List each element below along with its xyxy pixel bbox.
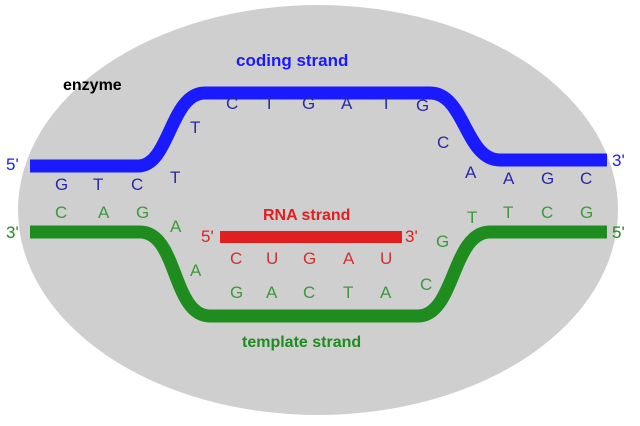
- rna-base: G: [303, 249, 316, 268]
- template-base: G: [436, 232, 449, 251]
- rna-5-prime-end: 5': [201, 227, 214, 246]
- template-5-prime-end: 5': [612, 223, 625, 242]
- template-base: A: [190, 261, 202, 280]
- coding-base: C: [580, 169, 592, 188]
- template-strand-bases: C A G A A G A C T A C G T T C G: [55, 203, 593, 302]
- coding-base: C: [226, 94, 238, 113]
- coding-3-prime-end: 3': [612, 151, 625, 170]
- template-base: C: [303, 283, 315, 302]
- coding-base: G: [416, 96, 429, 115]
- coding-base: C: [437, 133, 449, 152]
- template-base: C: [55, 203, 67, 222]
- coding-base: T: [93, 175, 103, 194]
- template-3-prime-end: 3': [6, 223, 19, 242]
- template-base: T: [343, 283, 353, 302]
- coding-base: T: [190, 118, 200, 137]
- coding-base: C: [131, 175, 143, 194]
- coding-base: G: [55, 175, 68, 194]
- template-strand-label: template strand: [242, 334, 361, 351]
- coding-strand-bases: G T C T T C T G A T G C A A G C: [55, 94, 592, 194]
- rna-base: A: [343, 249, 355, 268]
- coding-strand-label: coding strand: [236, 51, 348, 70]
- coding-base: T: [264, 94, 274, 113]
- rna-base: C: [230, 249, 242, 268]
- coding-base: G: [541, 169, 554, 188]
- coding-base: T: [170, 168, 180, 187]
- rna-base: U: [266, 249, 278, 268]
- coding-strand-line: [30, 86, 607, 173]
- template-base: A: [380, 283, 392, 302]
- template-base: G: [136, 203, 149, 222]
- template-strand-line: [30, 225, 607, 323]
- template-base: C: [541, 203, 553, 222]
- template-base: T: [467, 208, 477, 227]
- rna-strand-line: [220, 231, 402, 243]
- template-base: C: [420, 275, 432, 294]
- rna-strand-bases: C U G A U: [230, 249, 392, 268]
- template-base: A: [266, 283, 278, 302]
- coding-base: A: [465, 163, 477, 182]
- coding-base: T: [381, 94, 391, 113]
- rna-strand-label: RNA strand: [263, 207, 350, 224]
- template-base: A: [170, 217, 182, 236]
- rna-base: U: [380, 249, 392, 268]
- enzyme-label: enzyme: [63, 77, 122, 94]
- template-base: G: [230, 283, 243, 302]
- coding-base: A: [503, 169, 515, 188]
- template-base: G: [580, 203, 593, 222]
- coding-base: G: [302, 94, 315, 113]
- coding-base: A: [341, 94, 353, 113]
- template-base: A: [98, 203, 110, 222]
- enzyme-body: [18, 5, 618, 415]
- coding-5-prime-end: 5': [6, 155, 19, 174]
- template-base: T: [503, 203, 513, 222]
- rna-3-prime-end: 3': [405, 227, 418, 246]
